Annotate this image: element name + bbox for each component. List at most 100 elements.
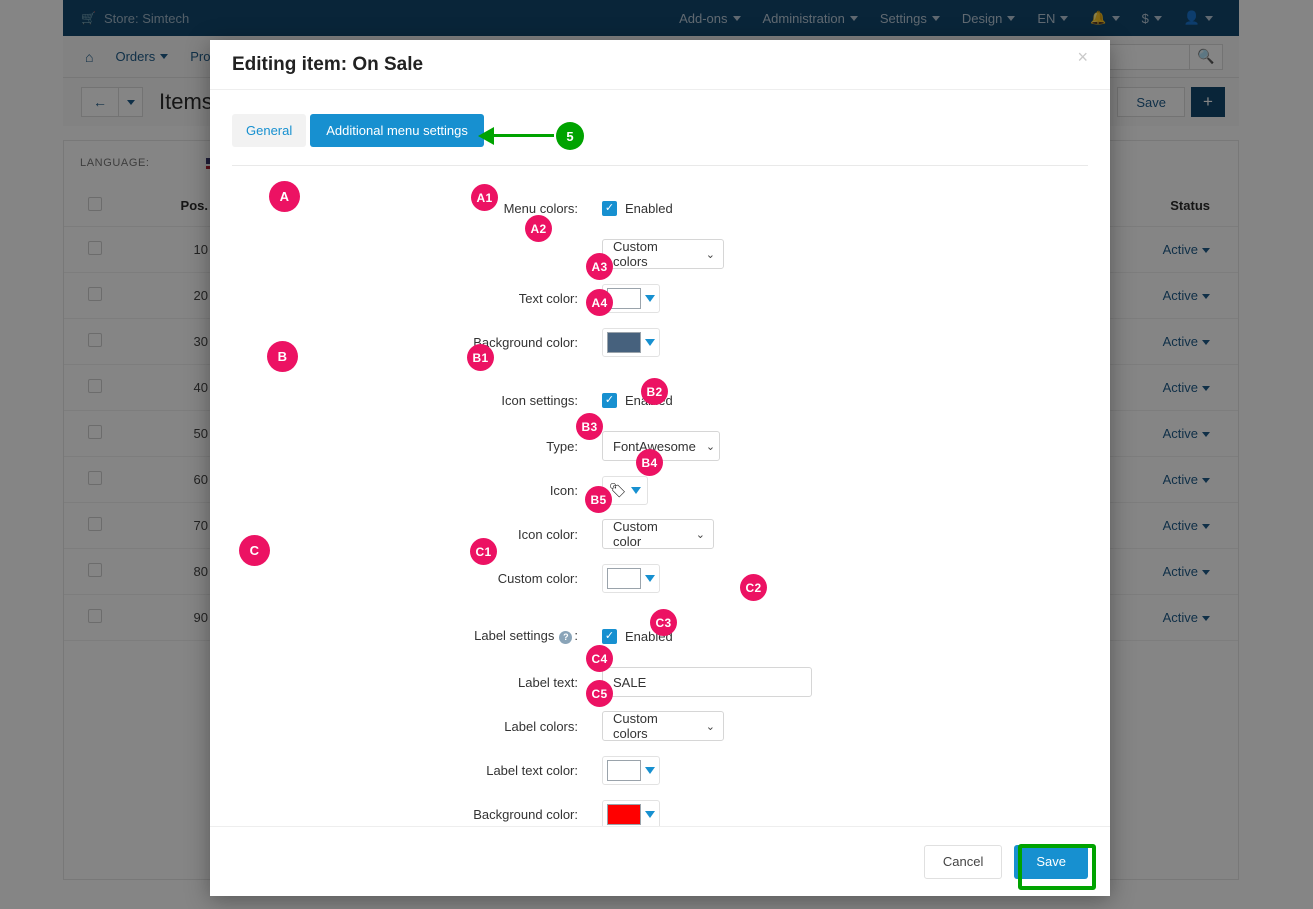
- add-item-button[interactable]: +: [1191, 87, 1225, 117]
- status-badge[interactable]: Active: [1162, 518, 1198, 533]
- row-checkbox[interactable]: [88, 517, 102, 531]
- icon-custom-color-row: Custom color:: [210, 560, 1110, 596]
- tab-general[interactable]: General: [232, 114, 307, 147]
- status-badge[interactable]: Active: [1162, 380, 1198, 395]
- status-badge[interactable]: Active: [1162, 242, 1198, 257]
- status-badge[interactable]: Active: [1162, 564, 1198, 579]
- topbar-item-add-ons[interactable]: Add-ons: [679, 11, 741, 26]
- menu-colors-enabled-control[interactable]: ✓ Enabled: [602, 200, 673, 216]
- icon-settings-enabled-checkbox[interactable]: ✓: [602, 392, 617, 408]
- icon-custom-color-picker[interactable]: [602, 563, 660, 593]
- label-text-color-picker[interactable]: [602, 755, 660, 785]
- store-selector[interactable]: 🛒 Store: Simtech: [81, 11, 189, 26]
- chevron-down-icon: [645, 574, 655, 582]
- row-select-cell: [64, 272, 126, 319]
- label-colors-select[interactable]: Custom colors ⌄: [602, 711, 724, 741]
- chevron-down-icon: [1202, 616, 1210, 622]
- chevron-down-icon: [1205, 15, 1213, 21]
- row-pos-cell: 70: [126, 502, 222, 549]
- callout-b5: B5: [585, 486, 612, 513]
- topbar-design-label: Design: [961, 10, 1003, 26]
- row-select-cell: [64, 502, 126, 549]
- breadcrumb-item-orders[interactable]: Orders: [115, 49, 169, 64]
- chevron-down-icon: ⌄: [705, 248, 715, 261]
- chevron-down-icon: [1202, 386, 1210, 392]
- chevron-down-icon: [1202, 478, 1210, 484]
- callout-5-arrow-line: [494, 134, 554, 137]
- chevron-down-icon: [849, 15, 858, 21]
- row-checkbox[interactable]: [88, 379, 102, 393]
- label-text-color-row: Label text color:: [210, 752, 1110, 788]
- help-icon[interactable]: ?: [559, 630, 573, 644]
- row-pos-cell: 30: [126, 318, 222, 365]
- menu-colors-mode-select[interactable]: Custom colors ⌄: [602, 239, 724, 269]
- menu-background-color-picker[interactable]: [602, 327, 660, 357]
- callout-5-arrow-head: [478, 127, 494, 145]
- search-icon[interactable]: 🔍: [1189, 43, 1223, 70]
- icon-custom-color-label: Custom color:: [497, 570, 578, 586]
- row-checkbox[interactable]: [88, 333, 102, 347]
- notifications-menu[interactable]: 🔔: [1090, 10, 1120, 26]
- back-dropdown-button[interactable]: [119, 87, 143, 117]
- user-menu[interactable]: 👤: [1184, 10, 1213, 26]
- status-badge[interactable]: Active: [1162, 426, 1198, 441]
- color-swatch: [607, 331, 641, 353]
- row-checkbox[interactable]: [88, 425, 102, 439]
- select-all-checkbox[interactable]: [88, 197, 102, 211]
- icon-color-select[interactable]: Custom color ⌄: [602, 519, 714, 549]
- cancel-button[interactable]: Cancel: [923, 844, 1003, 879]
- row-pos-cell: 60: [126, 456, 222, 503]
- label-settings-label: Label settings: [474, 628, 555, 644]
- row-checkbox[interactable]: [88, 563, 102, 577]
- chevron-down-icon: [1007, 15, 1016, 21]
- chevron-down-icon: [1202, 294, 1210, 300]
- callout-b1: B1: [467, 344, 494, 371]
- home-icon[interactable]: ⌂: [85, 48, 94, 65]
- topbar-item-settings[interactable]: Settings: [880, 11, 940, 26]
- label-background-color-picker[interactable]: [602, 799, 660, 826]
- chevron-down-icon: [126, 99, 135, 105]
- chevron-down-icon: [645, 766, 655, 774]
- back-button[interactable]: ←: [81, 87, 119, 117]
- menu-colors-enabled-checkbox[interactable]: ✓: [602, 200, 617, 216]
- cart-icon: 🛒: [81, 11, 96, 25]
- chevron-down-icon: [931, 15, 940, 21]
- topbar-item-design[interactable]: Design: [961, 10, 1016, 26]
- row-select-cell: [64, 456, 126, 503]
- save-button[interactable]: Save: [1014, 844, 1088, 879]
- topbar-item-administration[interactable]: Administration: [763, 11, 858, 26]
- row-checkbox[interactable]: [88, 609, 102, 623]
- row-checkbox[interactable]: [88, 287, 102, 301]
- status-badge[interactable]: Active: [1162, 288, 1198, 303]
- chevron-down-icon: [1202, 524, 1210, 530]
- row-checkbox[interactable]: [88, 471, 102, 485]
- column-header-pos[interactable]: Pos.: [126, 185, 222, 227]
- icon-color-row: Icon color: Custom color ⌄: [210, 516, 1110, 552]
- menu-text-color-row: Text color:: [210, 280, 1110, 316]
- currency-menu[interactable]: $: [1142, 11, 1162, 26]
- status-badge[interactable]: Active: [1162, 472, 1198, 487]
- row-checkbox[interactable]: [88, 241, 102, 255]
- icon-row: Icon: 🏷: [210, 472, 1110, 508]
- chevron-down-icon: [732, 15, 741, 21]
- icon-picker[interactable]: 🏷: [602, 475, 648, 505]
- color-swatch: [607, 803, 641, 825]
- menu-colors-mode-value: Custom colors: [613, 239, 658, 269]
- language-label: LANGUAGE:: [80, 157, 150, 169]
- topbar-item-language[interactable]: EN: [1037, 11, 1069, 26]
- row-pos-cell: 80: [126, 548, 222, 595]
- modal-tabs: General Additional menu settings: [210, 90, 1110, 147]
- icon-color-label: Icon color:: [518, 526, 578, 542]
- status-badge[interactable]: Active: [1162, 334, 1198, 349]
- label-settings-enabled-checkbox[interactable]: ✓: [602, 628, 617, 644]
- chevron-down-icon: [645, 338, 655, 346]
- chevron-down-icon: [645, 294, 655, 302]
- row-pos-cell: 40: [126, 364, 222, 411]
- label-text-input[interactable]: SALE: [602, 667, 812, 697]
- menu-colors-enabled-row: Menu colors: ✓ Enabled: [210, 190, 1110, 226]
- page-save-button[interactable]: Save: [1117, 87, 1185, 117]
- close-icon[interactable]: ×: [1077, 47, 1088, 67]
- callout-a2: A2: [525, 215, 552, 242]
- status-badge[interactable]: Active: [1162, 610, 1198, 625]
- tab-additional-menu-settings[interactable]: Additional menu settings: [310, 114, 484, 147]
